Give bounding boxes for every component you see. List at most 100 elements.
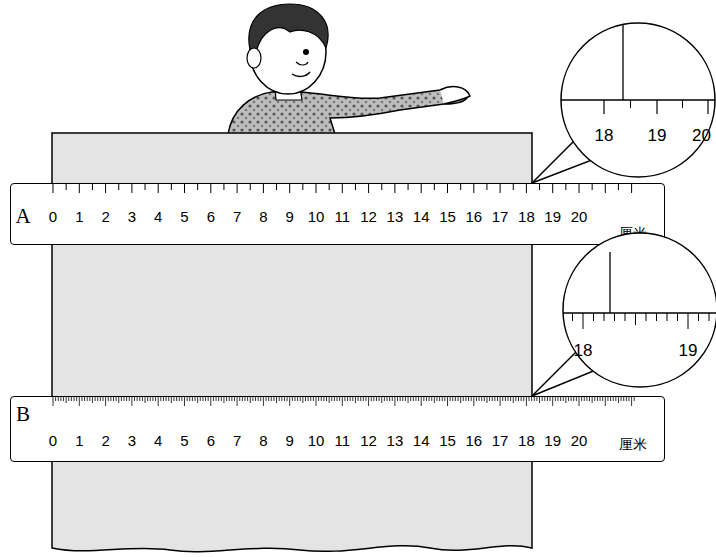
tick-mark: [358, 397, 359, 401]
tick-mark: [173, 397, 174, 401]
tick-mark: [597, 397, 598, 401]
tick-mark: [460, 184, 461, 190]
tick-mark: [171, 397, 172, 403]
tick-mark: [287, 397, 288, 401]
tick-mark: [187, 397, 188, 401]
tick-mark: [442, 397, 443, 401]
tick-mark: [137, 397, 138, 401]
tick-mark: [688, 313, 689, 329]
scale-number: 18: [574, 342, 593, 359]
tick-mark: [229, 397, 230, 401]
tick-mark: [426, 397, 427, 401]
tick-mark: [308, 397, 309, 401]
tick-mark: [656, 313, 657, 321]
tick-mark: [160, 397, 161, 401]
tick-mark: [71, 397, 72, 401]
boy-figure: [228, 4, 470, 134]
tick-mark: [352, 397, 353, 401]
ruler: B01234567891011121314151617181920厘米: [10, 396, 665, 462]
ruler: A01234567891011121314151617181920厘米: [10, 183, 665, 245]
tick-mark: [116, 397, 117, 401]
tick-mark: [605, 184, 606, 193]
tick-mark: [368, 184, 369, 193]
tick-mark: [226, 397, 227, 401]
tick-mark: [334, 397, 335, 401]
tick-mark: [521, 397, 522, 401]
tick-mark: [565, 397, 566, 403]
tick-mark: [350, 397, 351, 401]
tick-mark: [218, 397, 219, 401]
tick-mark: [465, 397, 466, 401]
tick-mark: [368, 397, 369, 406]
tick-mark: [310, 397, 311, 401]
scale-number: 6: [207, 433, 215, 448]
tick-mark: [113, 397, 114, 401]
tick-mark: [281, 397, 282, 401]
scale-line: [560, 99, 716, 101]
scale-number: 8: [259, 209, 267, 224]
tick-mark: [586, 397, 587, 401]
tick-mark: [176, 397, 177, 401]
tick-mark: [539, 397, 540, 403]
tick-mark: [92, 184, 93, 190]
tick-mark: [124, 397, 125, 401]
tick-mark: [557, 397, 558, 401]
tick-mark: [210, 397, 211, 406]
tick-mark: [571, 397, 572, 401]
tick-mark: [158, 184, 159, 193]
tick-mark: [421, 184, 422, 193]
tick-mark: [66, 184, 67, 190]
tick-mark: [623, 397, 624, 401]
tick-mark: [565, 184, 566, 190]
tick-mark: [273, 397, 274, 401]
tick-mark: [562, 313, 563, 321]
scale-number: 20: [692, 127, 711, 144]
tick-mark: [237, 397, 238, 406]
tick-mark: [444, 397, 445, 401]
tick-mark: [563, 397, 564, 401]
tick-mark: [192, 397, 193, 401]
tick-mark: [74, 397, 75, 401]
tick-mark: [373, 397, 374, 401]
tick-mark: [452, 397, 453, 401]
tick-mark: [415, 397, 416, 401]
tick-mark: [634, 397, 635, 401]
magnified-scale: [560, 22, 716, 114]
tick-mark: [594, 397, 595, 401]
tick-mark: [258, 397, 259, 401]
tick-mark: [168, 397, 169, 401]
tick-mark: [381, 184, 382, 190]
tick-mark: [152, 397, 153, 401]
scale-number: 15: [439, 433, 456, 448]
tick-mark: [247, 397, 248, 401]
tick-mark: [263, 184, 264, 193]
tick-mark: [531, 397, 532, 401]
tick-mark: [550, 397, 551, 401]
tick-mark: [118, 397, 119, 403]
tick-mark: [271, 397, 272, 401]
tick-mark: [494, 397, 495, 401]
tick-mark: [479, 397, 480, 401]
tick-mark: [536, 397, 537, 401]
tick-mark: [698, 313, 699, 321]
tick-mark: [450, 397, 451, 401]
tick-mark: [105, 184, 106, 193]
tick-mark: [342, 184, 343, 193]
tick-mark: [534, 397, 535, 401]
tick-mark: [392, 397, 393, 401]
tick-mark: [389, 397, 390, 401]
tick-mark: [118, 184, 119, 190]
tick-mark: [615, 397, 616, 401]
tick-mark: [234, 397, 235, 401]
tick-mark: [145, 397, 146, 403]
tick-mark: [53, 184, 54, 193]
tick-mark: [205, 397, 206, 401]
tick-mark: [625, 313, 626, 321]
scale-number: 14: [413, 209, 430, 224]
tick-mark: [150, 397, 151, 401]
scale-number: 7: [233, 433, 241, 448]
tick-mark: [418, 397, 419, 401]
tick-mark: [593, 313, 594, 321]
tick-mark: [410, 397, 411, 401]
tick-mark: [223, 184, 224, 190]
